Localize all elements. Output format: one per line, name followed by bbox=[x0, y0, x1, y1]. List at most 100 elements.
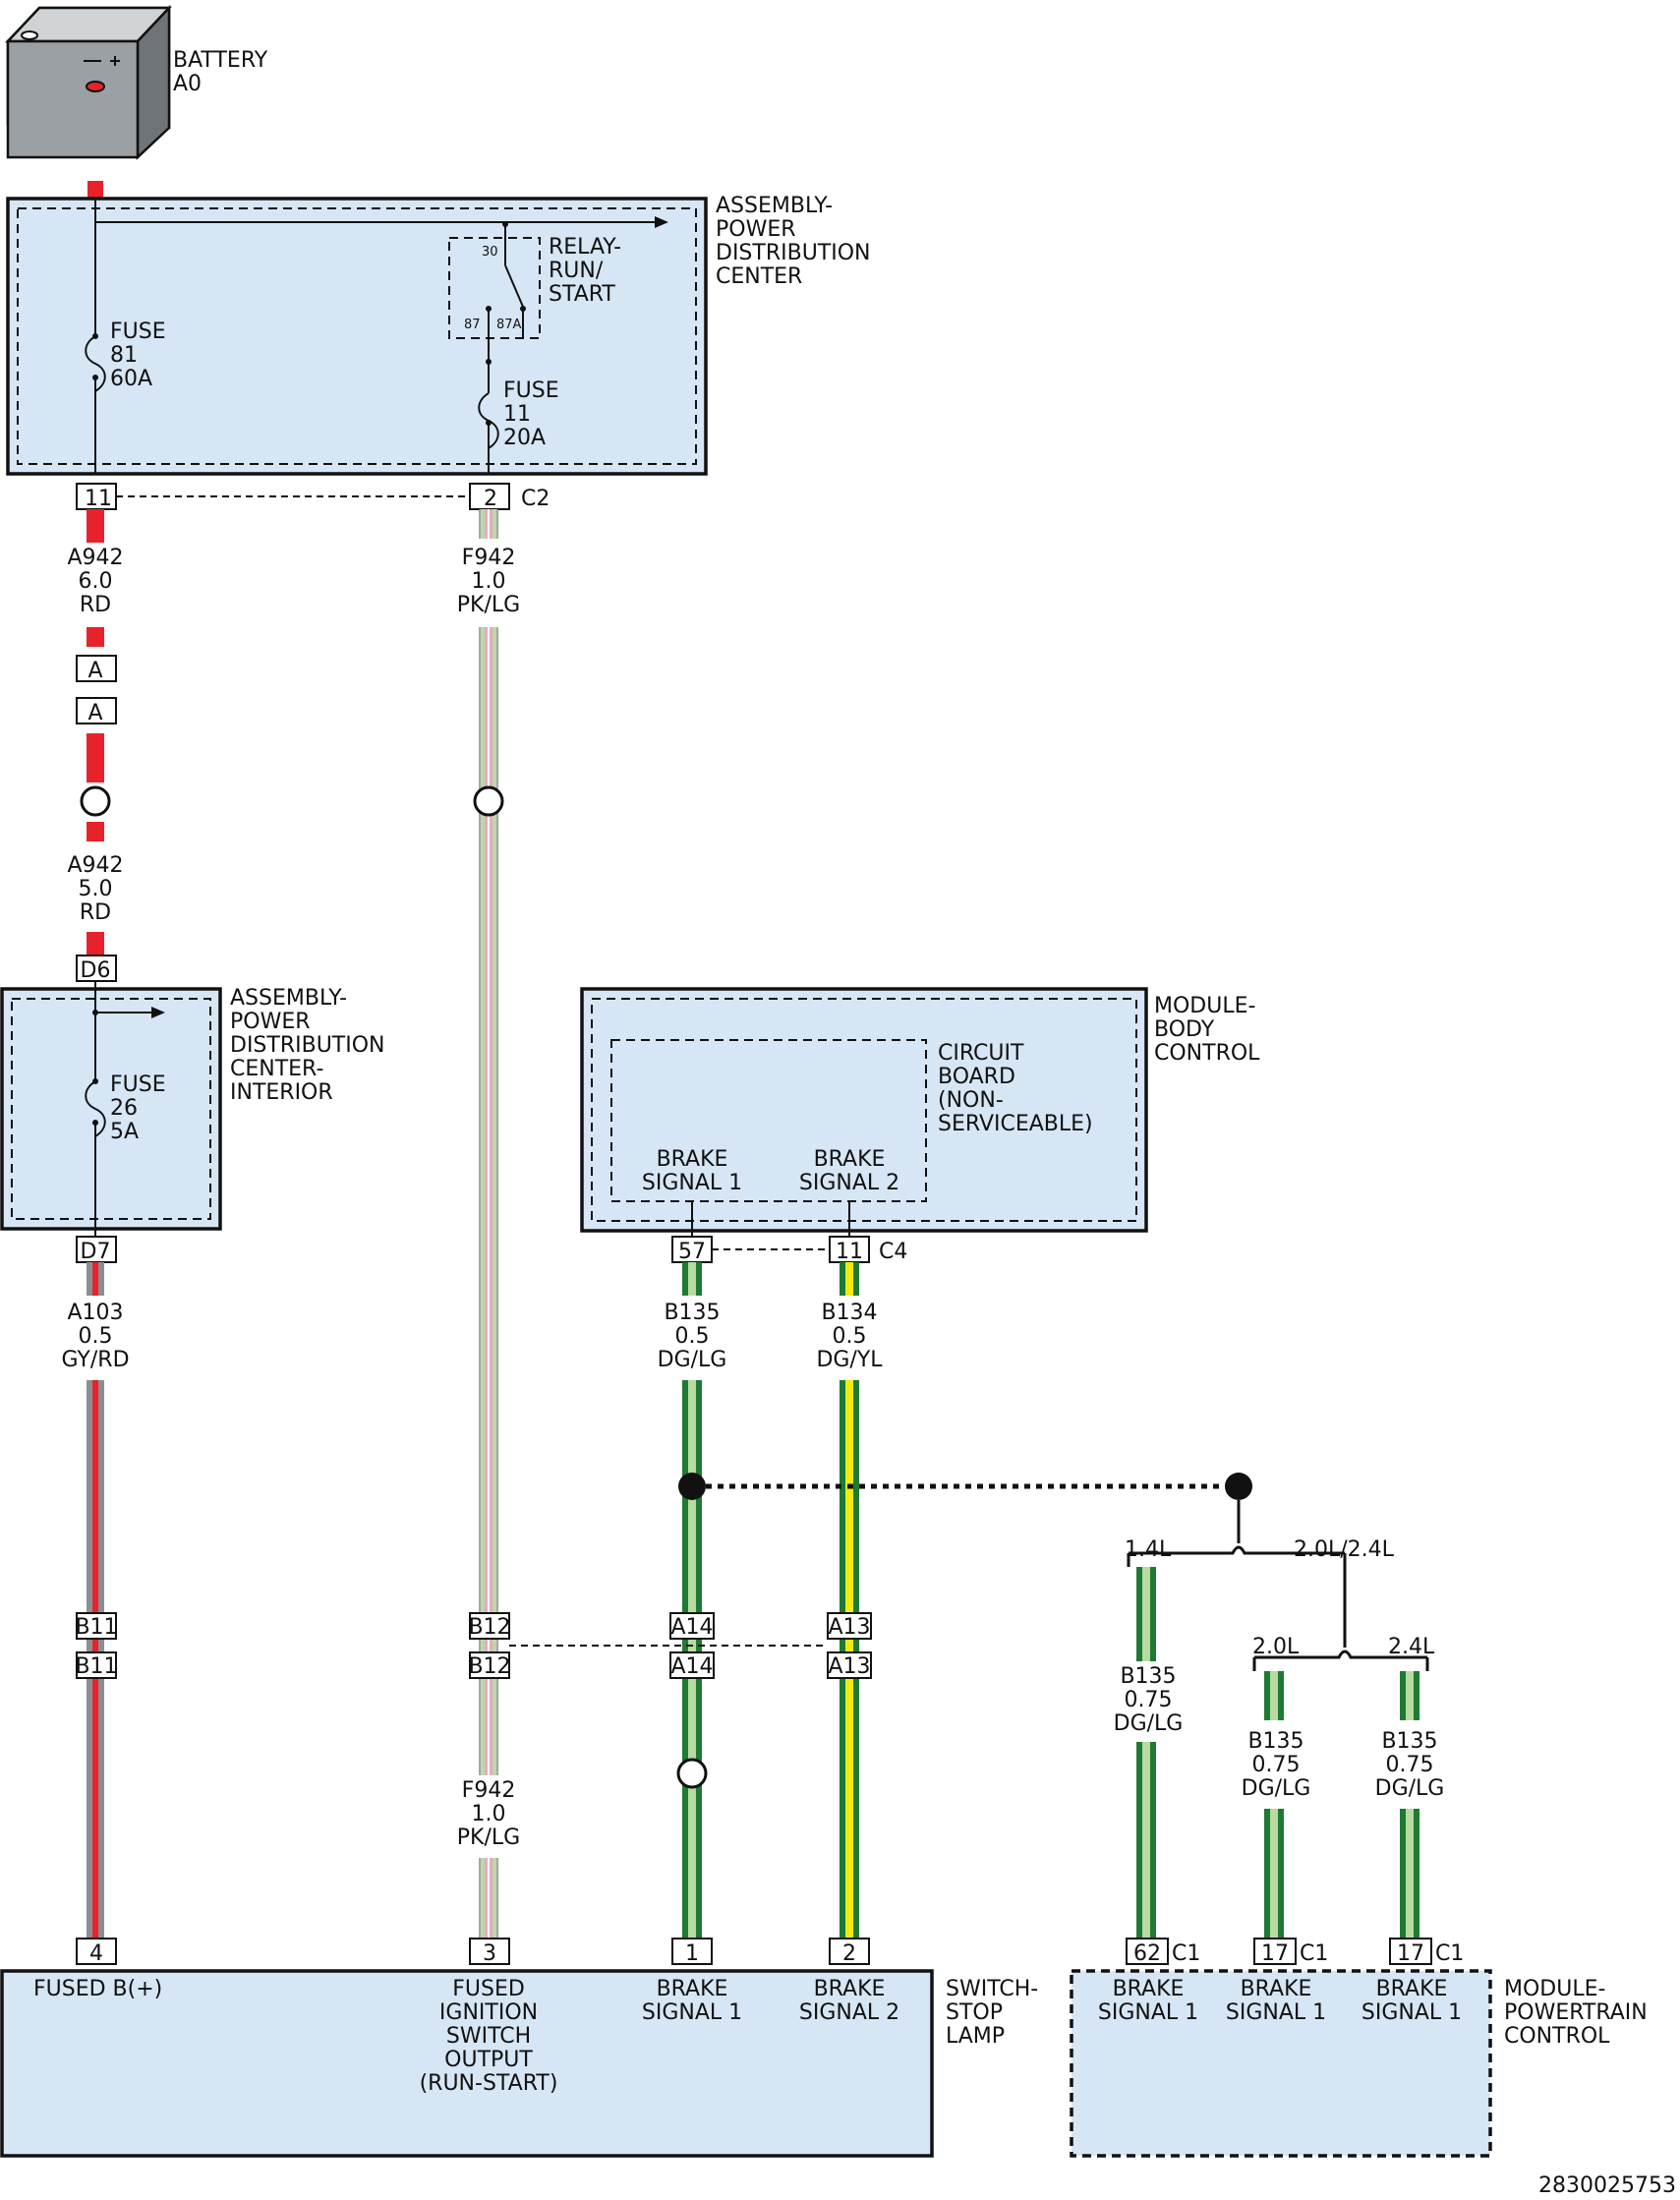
bcm-sig1-2: SIGNAL 1 bbox=[642, 1171, 742, 1195]
wire-b135-20l bbox=[1264, 1671, 1284, 1939]
splice-b135-node bbox=[678, 1473, 706, 1500]
inline-b12-top bbox=[469, 1612, 510, 1640]
pcm-pin-17a-label: 17 bbox=[1261, 1941, 1289, 1966]
pcm-pin-17b-conn: C1 bbox=[1435, 1941, 1464, 1966]
wire-b135-20l-2: 0.75 bbox=[1252, 1753, 1301, 1777]
pcm-branch-lines bbox=[1127, 1500, 1429, 1671]
wire-b135-24l-3: DG/LG bbox=[1375, 1776, 1445, 1801]
relay-pin-30: 30 bbox=[482, 245, 498, 260]
battery-label: BATTERY bbox=[173, 48, 268, 73]
wire-b135-20l-3: DG/LG bbox=[1242, 1776, 1311, 1801]
relay-label-3: START bbox=[549, 282, 615, 307]
wire-f942-top-3: PK/LG bbox=[457, 593, 520, 617]
pcm-box bbox=[1070, 1969, 1492, 2158]
pcm-pin-62 bbox=[1126, 1938, 1169, 1965]
switch-pin-4 bbox=[76, 1938, 117, 1965]
switch-sig1-2: SIGNAL 1 bbox=[642, 2000, 742, 2025]
pcm-title-3: CONTROL bbox=[1504, 2024, 1610, 2049]
wire-b134-top-1: B134 bbox=[821, 1301, 877, 1325]
c2-connector-label: C2 bbox=[521, 487, 550, 511]
wire-a942-mid-3: RD bbox=[80, 900, 111, 925]
switch-fused-ign-2: IGNITION bbox=[439, 2000, 538, 2025]
figure-id: 2830025753 bbox=[1538, 2173, 1676, 2198]
c4-connector-label: C4 bbox=[879, 1240, 907, 1264]
bcm-pin-11 bbox=[829, 1236, 870, 1263]
pcm-sig1c-2: SIGNAL 1 bbox=[1361, 2000, 1462, 2025]
bcm-board-4: SERVICEABLE) bbox=[938, 1112, 1093, 1136]
pcm-title-1: MODULE- bbox=[1504, 1977, 1605, 2001]
bcm-inner-outline bbox=[591, 998, 1137, 1222]
pdci-title-5: INTERIOR bbox=[230, 1080, 333, 1105]
fuse-26-label-1: FUSE bbox=[110, 1072, 166, 1097]
inline-a14-top-label: A14 bbox=[670, 1615, 713, 1640]
inline-a-top bbox=[76, 655, 117, 682]
relay-label-1: RELAY- bbox=[549, 235, 621, 260]
relay-switch-icon bbox=[486, 221, 526, 362]
fuse-11-icon bbox=[478, 359, 499, 474]
variant-24l: 2.4L bbox=[1388, 1635, 1435, 1659]
pcm-sig1a-2: SIGNAL 1 bbox=[1098, 2000, 1198, 2025]
inline-a-bottom bbox=[76, 697, 117, 724]
switch-pin-3-label: 3 bbox=[483, 1941, 496, 1966]
wire-b135-20l-1: B135 bbox=[1247, 1729, 1303, 1754]
relay-label-2: RUN/ bbox=[549, 259, 604, 283]
fuse-11-label-3: 20A bbox=[503, 426, 546, 450]
pdc-title-4: CENTER bbox=[716, 264, 802, 289]
wire-b135-top-1: B135 bbox=[664, 1301, 720, 1325]
wire-a942-top-1: A942 bbox=[67, 546, 123, 570]
inline-a-bottom-label: A bbox=[87, 701, 102, 725]
battery-id: A0 bbox=[173, 72, 202, 96]
pcm-pin-62-label: 62 bbox=[1133, 1941, 1161, 1966]
variant-14l: 1.4L bbox=[1125, 1537, 1172, 1562]
pcm-pin-62-conn: C1 bbox=[1172, 1941, 1200, 1966]
pdc-box bbox=[6, 197, 708, 476]
switch-sig2-2: SIGNAL 2 bbox=[799, 2000, 899, 2025]
pdc-pin-11 bbox=[76, 483, 117, 510]
wire-a942-top-2: 6.0 bbox=[79, 569, 113, 594]
pdc-pin-2-label: 2 bbox=[484, 487, 497, 511]
inline-a14-top bbox=[669, 1612, 715, 1640]
wire-b135-14l-2: 0.75 bbox=[1125, 1688, 1173, 1712]
wire-b135-24l-2: 0.75 bbox=[1386, 1753, 1434, 1777]
pcm-title-2: POWERTRAIN bbox=[1504, 2000, 1648, 2025]
wire-f942-bottom-1: F942 bbox=[462, 1778, 516, 1803]
fuse-11-label-1: FUSE bbox=[503, 378, 559, 403]
bcm-board-3: (NON- bbox=[938, 1088, 1004, 1113]
inline-b11-bottom bbox=[76, 1651, 117, 1679]
bcm-pin-57 bbox=[671, 1236, 713, 1263]
switch-pin-4-label: 4 bbox=[89, 1941, 103, 1966]
bcm-sig2-1: BRAKE bbox=[814, 1147, 886, 1172]
inline-a14-bottom-label: A14 bbox=[670, 1654, 713, 1679]
switch-pin-1 bbox=[671, 1938, 713, 1965]
inline-a13-bottom-label: A13 bbox=[828, 1654, 870, 1679]
pcm-sig1b-2: SIGNAL 1 bbox=[1226, 2000, 1326, 2025]
switch-fused-ign-1: FUSED bbox=[452, 1977, 525, 2001]
switch-pin-2-label: 2 bbox=[842, 1941, 856, 1966]
inline-b12-bottom-label: B12 bbox=[468, 1654, 510, 1679]
bcm-sig2-2: SIGNAL 2 bbox=[799, 1171, 899, 1195]
switch-fused-ign-5: (RUN-START) bbox=[420, 2071, 558, 2096]
wire-f942-bottom-2: 1.0 bbox=[472, 1802, 506, 1826]
switch-sig1-1: BRAKE bbox=[657, 1977, 728, 2001]
inline-a-top-label: A bbox=[87, 659, 102, 683]
switch-title-1: SWITCH- bbox=[946, 1977, 1038, 2001]
inline-a13-bottom bbox=[827, 1651, 872, 1679]
wire-b135-24l-1: B135 bbox=[1381, 1729, 1437, 1754]
switch-fused-ign-3: SWITCH bbox=[446, 2024, 531, 2049]
wire-f942-label-bg bbox=[433, 543, 545, 625]
fuse-26-icon bbox=[85, 1013, 106, 1237]
pdci-title-1: ASSEMBLY- bbox=[230, 986, 347, 1011]
wire-battery-feed bbox=[87, 181, 103, 201]
wire-b135-14l-1: B135 bbox=[1120, 1664, 1176, 1689]
inline-b11-top bbox=[76, 1612, 117, 1640]
bcm-sig1-1: BRAKE bbox=[657, 1147, 728, 1172]
wire-b134-top-2: 0.5 bbox=[833, 1324, 867, 1349]
pdc-title-3: DISTRIBUTION bbox=[716, 241, 871, 265]
switch-stop-lamp-box bbox=[0, 1969, 934, 2158]
switch-pin-1-label: 1 bbox=[685, 1941, 699, 1966]
inline-a13-top-label: A13 bbox=[828, 1615, 870, 1640]
wire-a103-3: GY/RD bbox=[61, 1348, 129, 1372]
bcm-board-1: CIRCUIT bbox=[938, 1041, 1024, 1066]
variant-20l-24l: 2.0L/2.4L bbox=[1294, 1537, 1395, 1562]
